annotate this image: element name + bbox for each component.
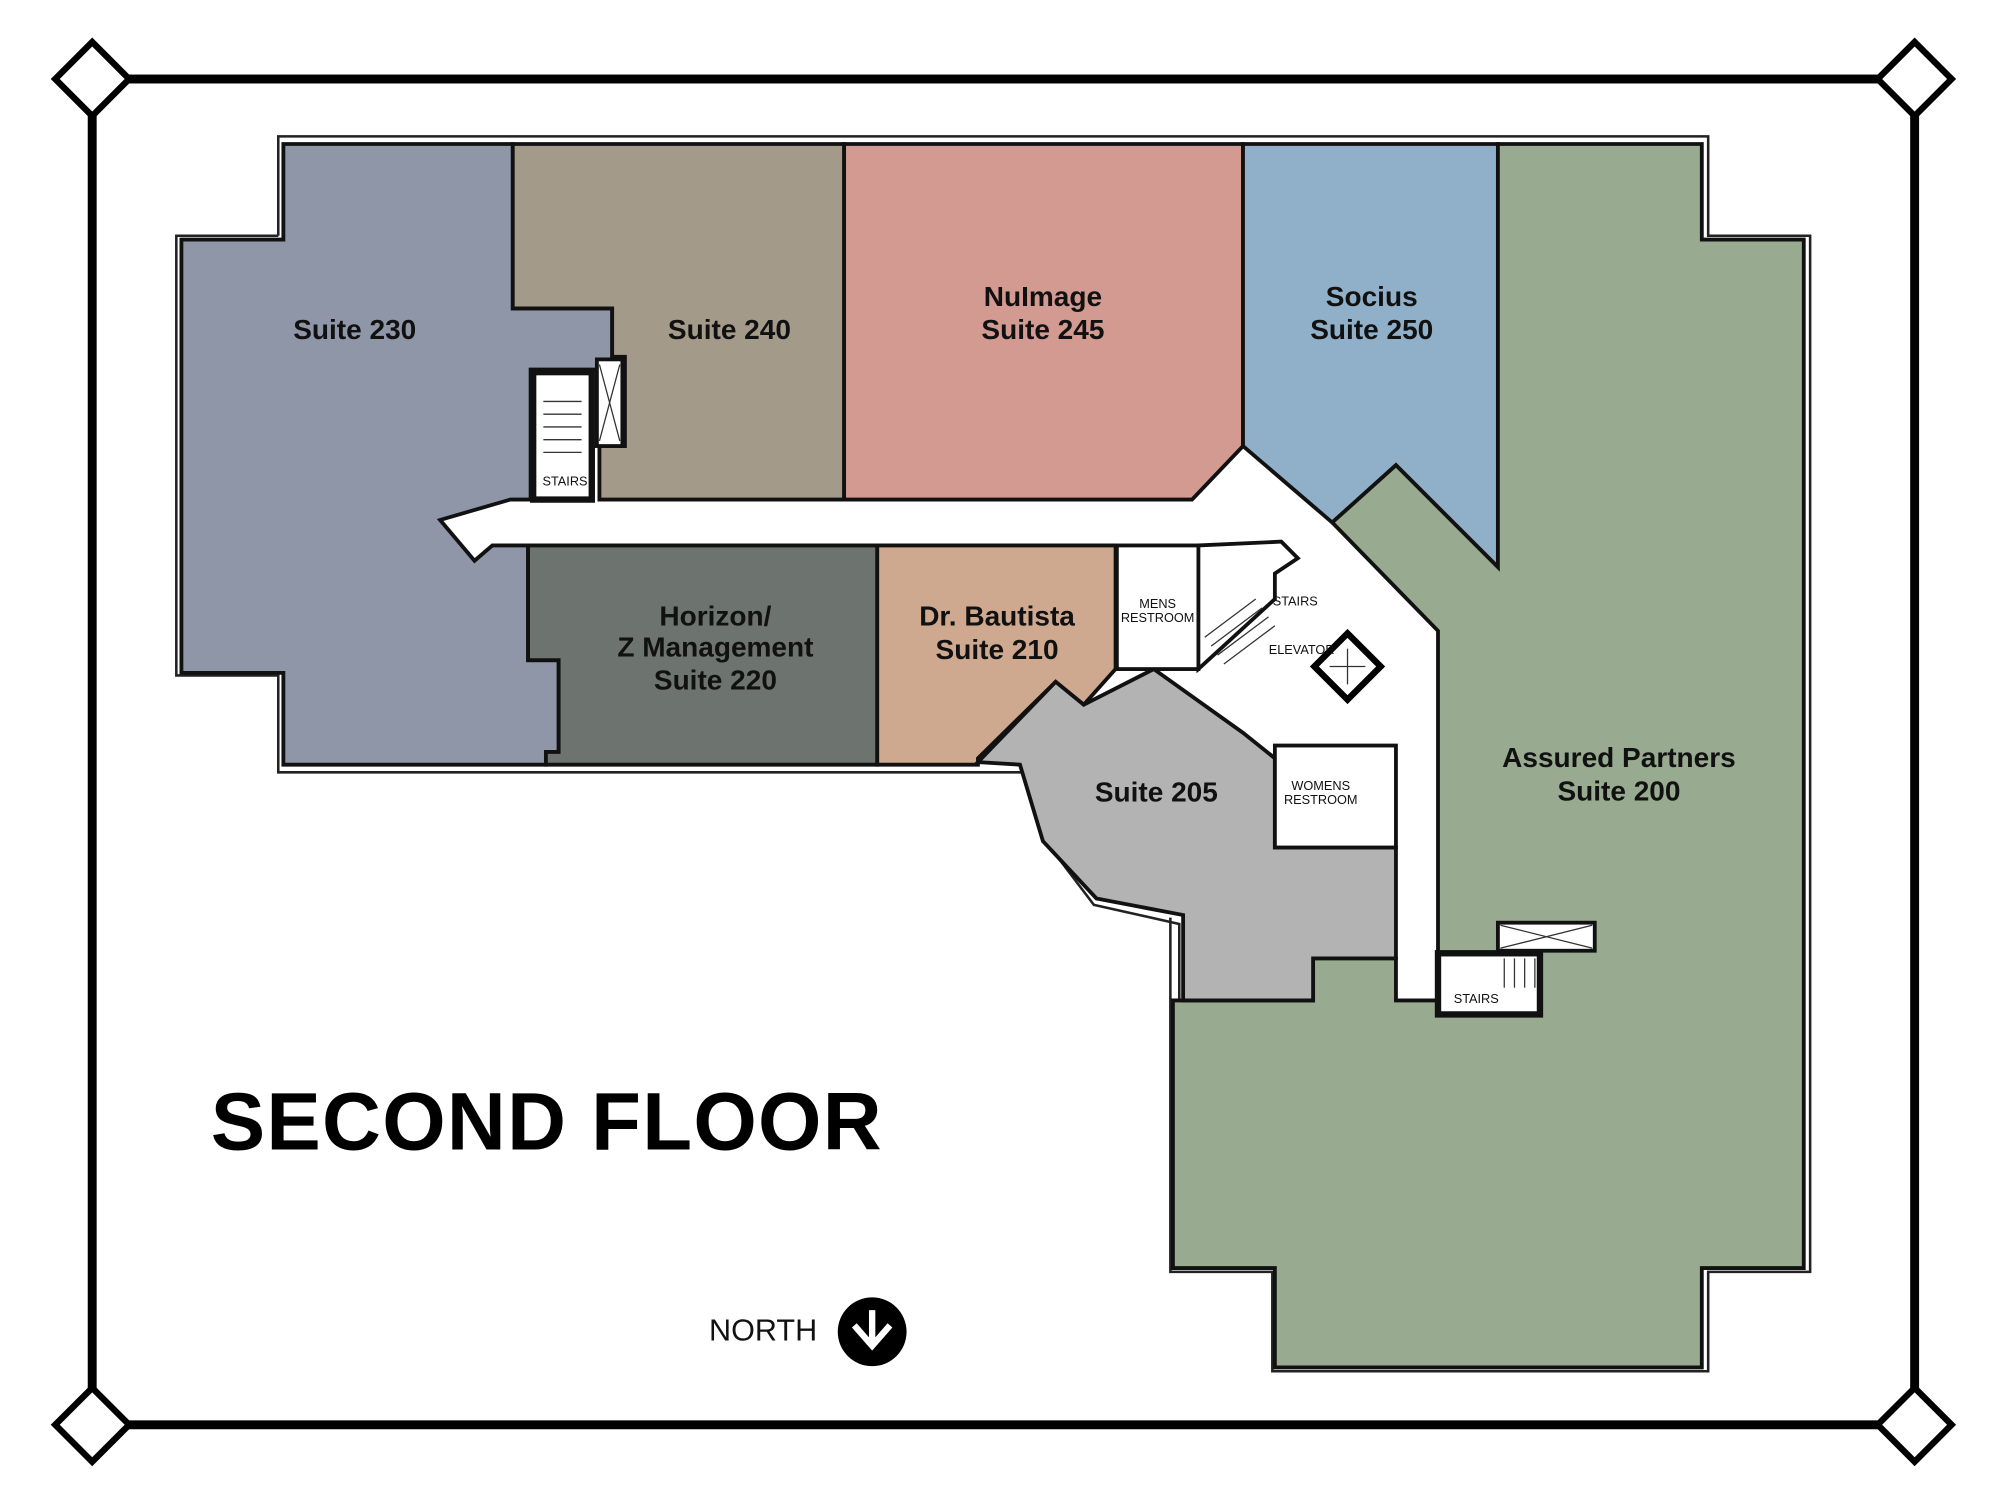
west-stairs-label: STAIRS <box>542 474 587 489</box>
suite-205-label: Suite 205 <box>1095 777 1218 808</box>
stair-treads <box>543 364 1593 988</box>
elevator-label: ELEVATOR <box>1269 642 1335 657</box>
east-stairwell <box>1434 950 1544 1018</box>
core-stairs-label: STAIRS <box>1273 593 1318 608</box>
corner-diamond-icon <box>1873 37 1957 121</box>
north-arrow-icon <box>837 1297 907 1367</box>
frame-corners <box>50 37 1957 1467</box>
corner-diamond-icon <box>1873 1383 1957 1467</box>
east-stairs-label: STAIRS <box>1454 991 1499 1006</box>
suite-230-label: Suite 230 <box>293 314 416 345</box>
suite-205-area[interactable] <box>973 666 1398 1003</box>
suite-245-area[interactable] <box>842 142 1245 502</box>
mens-restroom <box>1114 543 1201 671</box>
west-stairwell <box>529 368 595 503</box>
corner-diamond-icon <box>50 37 134 121</box>
elevator-icon <box>1309 628 1386 705</box>
floor-title: SECOND FLOOR <box>211 1077 883 1168</box>
suite-200-area[interactable] <box>1171 142 1806 1370</box>
frame-border <box>87 74 1920 1430</box>
corner-diamond-icon <box>50 1383 134 1467</box>
suite-240-label: Suite 240 <box>668 314 791 345</box>
womens-restroom <box>1272 743 1398 850</box>
north-label: NORTH <box>709 1314 817 1348</box>
